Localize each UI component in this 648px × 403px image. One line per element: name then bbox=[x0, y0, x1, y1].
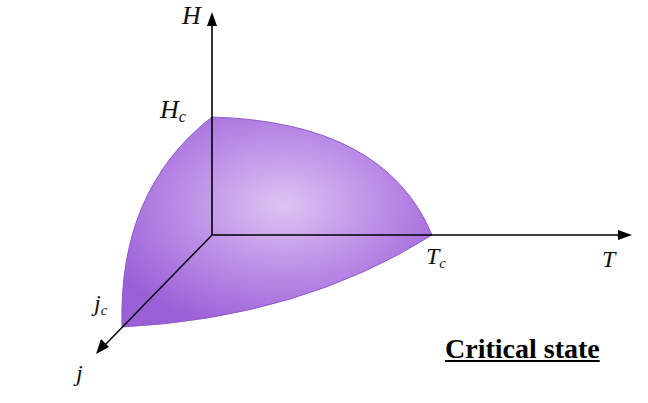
critical-surface bbox=[122, 117, 432, 327]
j-axis bbox=[103, 235, 212, 347]
axis-label: T bbox=[602, 246, 615, 272]
h-axis bbox=[211, 22, 213, 235]
critical-value-label: Tc bbox=[426, 243, 446, 271]
j-axis-arrow bbox=[96, 339, 109, 354]
critical-value-label: Hc bbox=[160, 96, 186, 126]
axis-label: H bbox=[182, 2, 201, 31]
critical-value-label: jc bbox=[94, 290, 107, 318]
diagram-title: Critical state bbox=[445, 334, 600, 365]
t-axis bbox=[212, 234, 620, 236]
t-axis-arrow bbox=[618, 230, 632, 240]
h-axis-arrow bbox=[207, 12, 217, 26]
axis-label: j bbox=[76, 360, 83, 386]
